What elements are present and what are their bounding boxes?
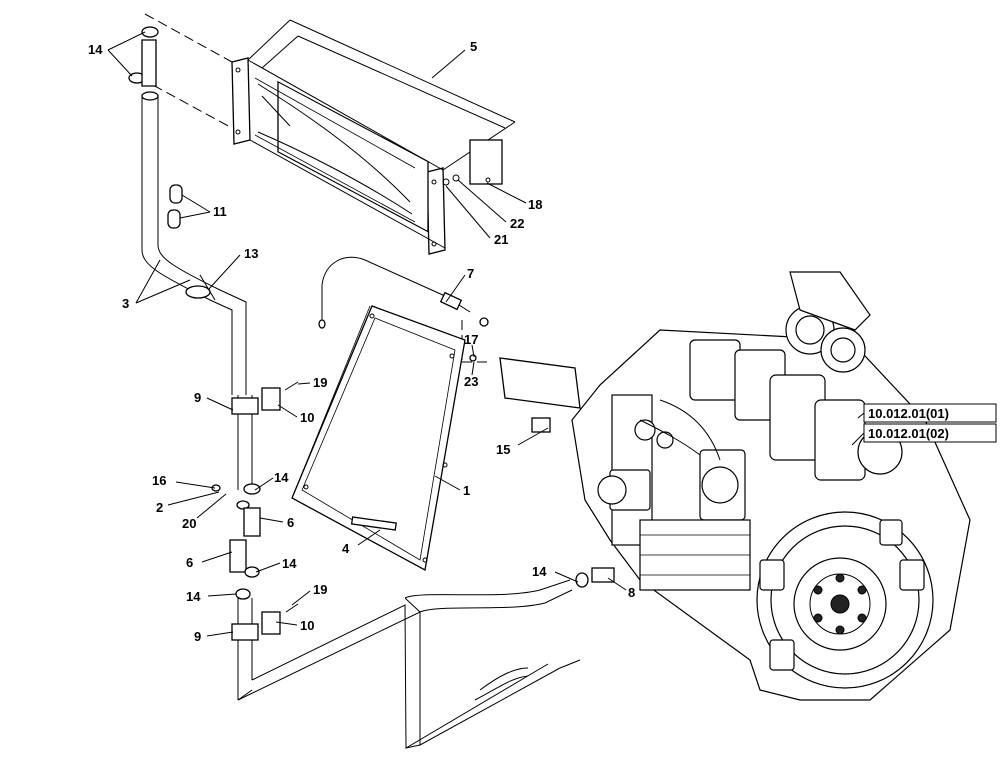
callout-21: 21 xyxy=(494,232,508,247)
callout-15: 15 xyxy=(496,442,510,457)
callout-11: 11 xyxy=(213,204,227,219)
callout-22: 22 xyxy=(510,216,524,231)
bracket xyxy=(499,357,581,433)
callout-16: 16 xyxy=(152,473,166,488)
heat-exchanger-frame xyxy=(231,19,516,255)
callout-1: 1 xyxy=(463,483,470,498)
callout-14-mid: 14 xyxy=(274,470,289,485)
callout-14-right: 14 xyxy=(282,556,297,571)
callout-10-lower: 10 xyxy=(300,618,314,633)
shroud xyxy=(291,305,466,572)
callout-14-top: 14 xyxy=(88,42,103,57)
callout-10-upper: 10 xyxy=(300,410,314,425)
leader-lines xyxy=(107,31,627,637)
callout-7: 7 xyxy=(467,266,474,281)
callout-19-lower: 19 xyxy=(313,582,327,597)
callout-14-bottom: 14 xyxy=(532,564,547,579)
reference-label-1: 10.012.01(01) xyxy=(868,406,949,421)
engine xyxy=(571,271,971,701)
reference-label-2: 10.012.01(02) xyxy=(868,426,949,441)
callout-14-left: 14 xyxy=(186,589,201,604)
callout-23: 23 xyxy=(464,374,478,389)
callout-5: 5 xyxy=(470,39,477,54)
callout-3: 3 xyxy=(122,296,129,311)
callout-19-upper: 19 xyxy=(313,375,327,390)
callout-17: 17 xyxy=(464,332,478,347)
left-hose-assembly xyxy=(128,26,615,749)
callout-9-lower: 9 xyxy=(194,629,201,644)
reference-boxes: 10.012.01(01) 10.012.01(02) xyxy=(851,403,997,446)
callout-2: 2 xyxy=(156,500,163,515)
callout-6-right: 6 xyxy=(287,515,294,530)
callout-4: 4 xyxy=(342,541,350,556)
callout-18: 18 xyxy=(528,197,542,212)
callout-8: 8 xyxy=(628,585,635,600)
callout-13: 13 xyxy=(244,246,258,261)
callout-labels: 14 5 18 22 21 11 13 3 7 17 23 19 9 10 16… xyxy=(88,39,635,644)
callout-20: 20 xyxy=(182,516,196,531)
callout-6-left: 6 xyxy=(186,555,193,570)
callout-9-upper: 9 xyxy=(194,390,201,405)
cable xyxy=(318,256,489,362)
